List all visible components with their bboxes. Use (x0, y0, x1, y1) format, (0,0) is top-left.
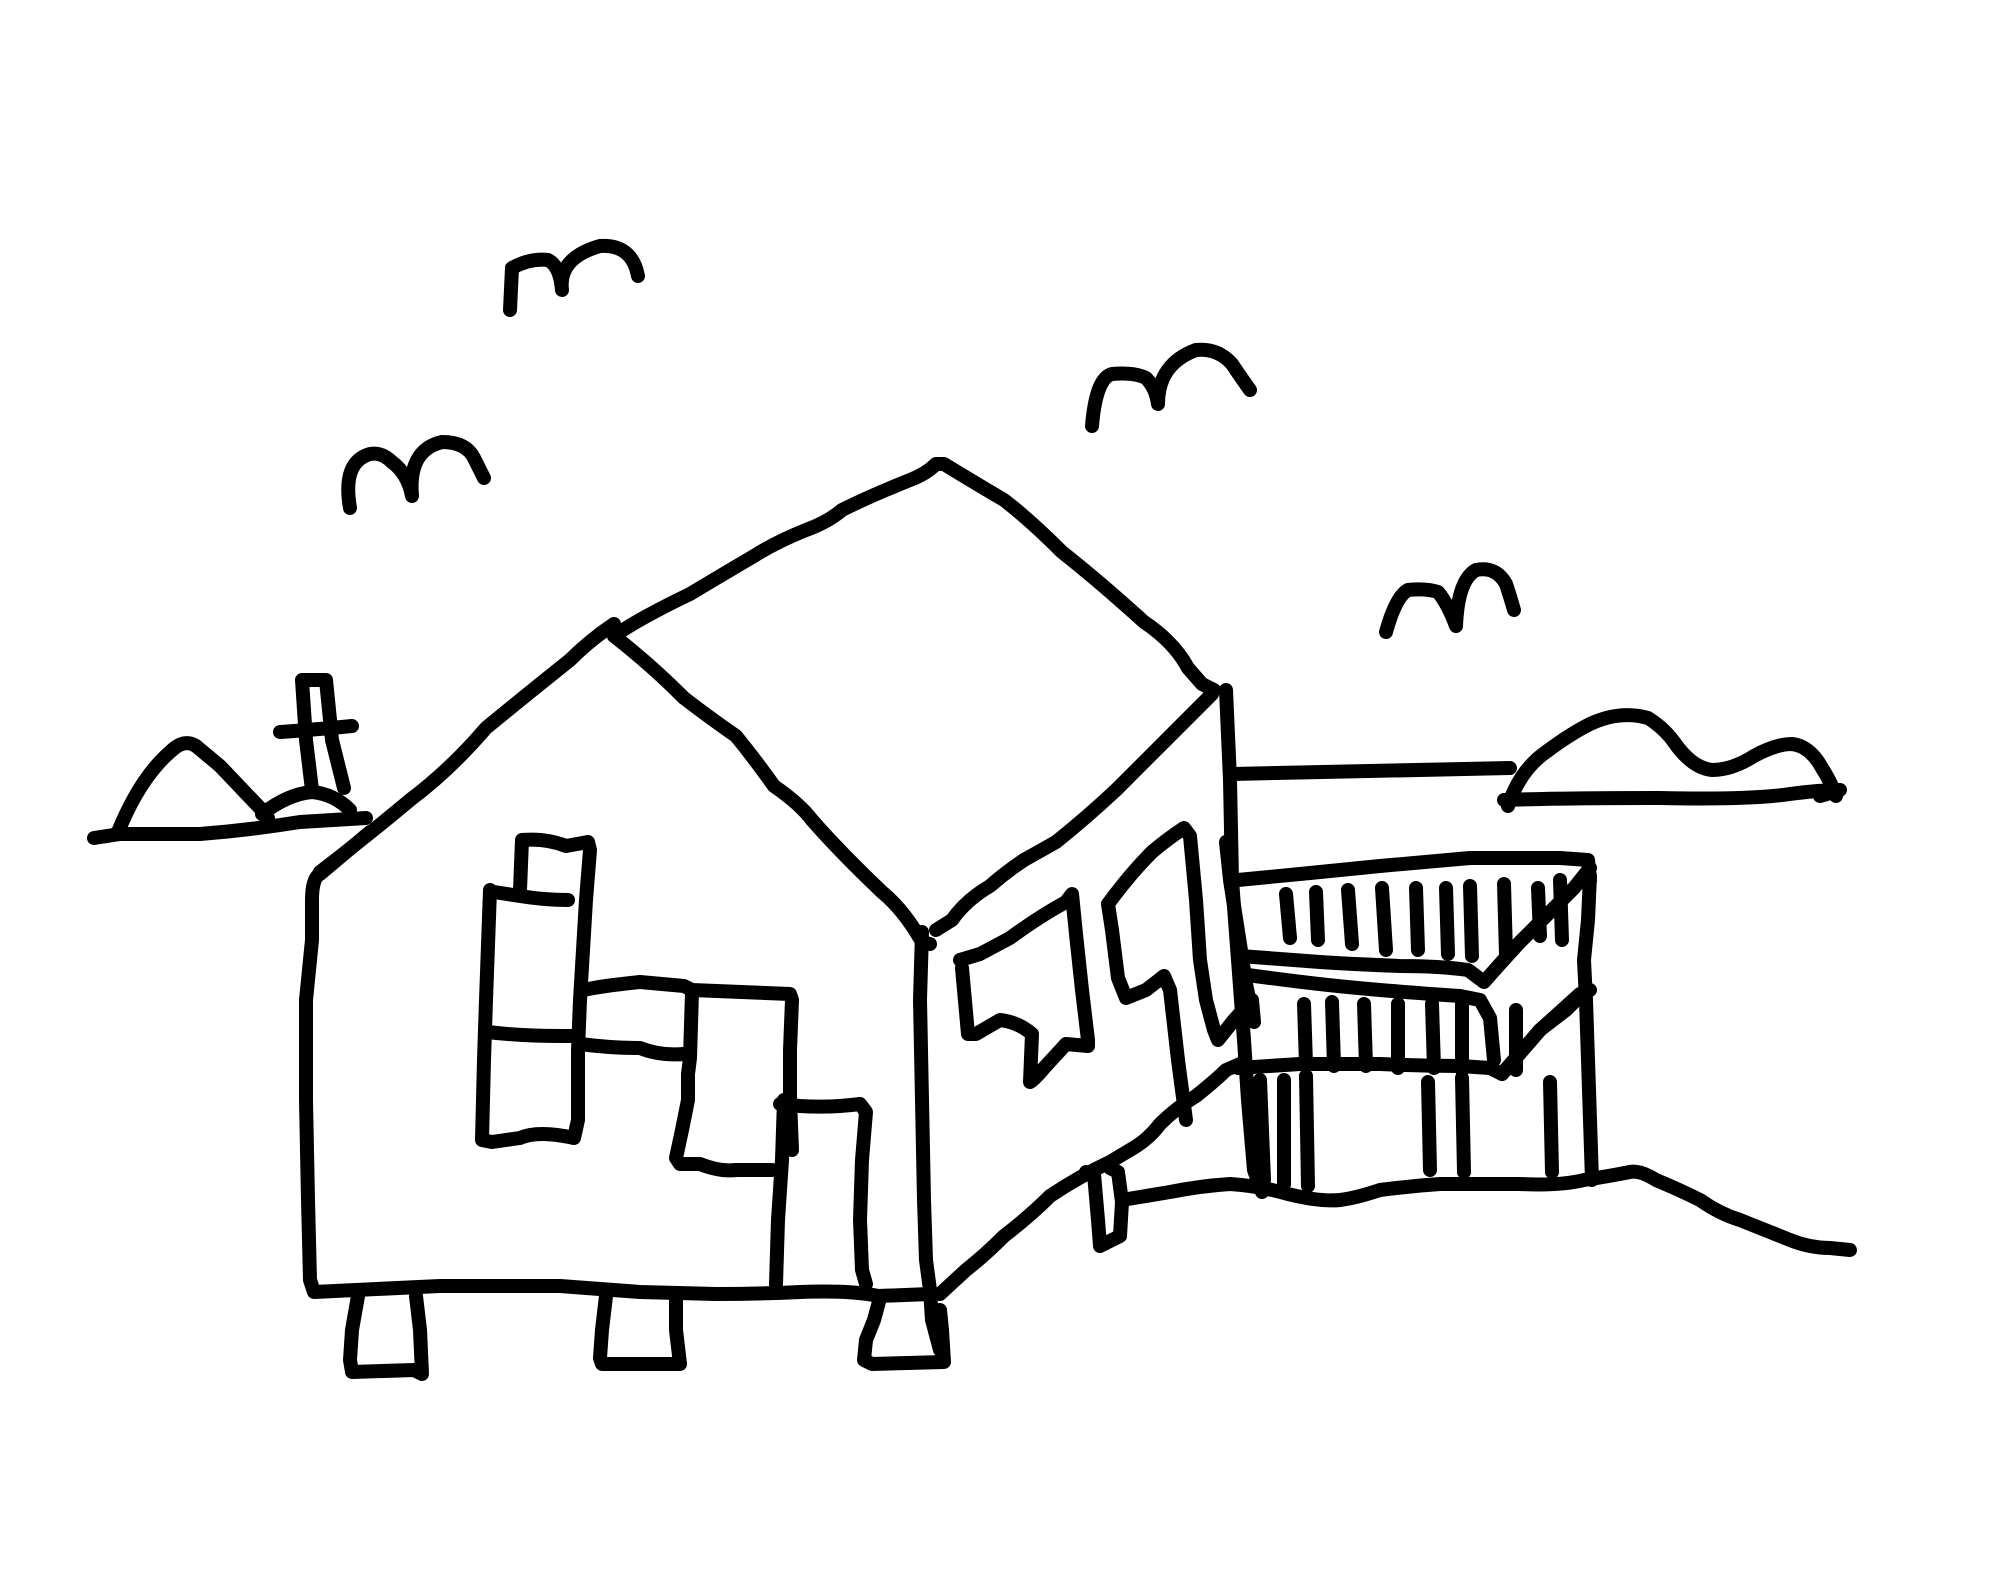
window-tall-left-middle (481, 1025, 583, 1043)
ground-line-lower (1115, 1164, 1857, 1257)
window-middle (577, 975, 799, 1157)
house-front-wall (299, 825, 937, 1303)
bridge-lower-rail (1233, 967, 1501, 1067)
bird-top-center (503, 238, 645, 317)
hill-left (111, 736, 275, 839)
laundry (953, 821, 1261, 1253)
laundry-left-shirt (953, 887, 1095, 1089)
horizon-line-left (87, 811, 373, 845)
bird-top-left (341, 435, 491, 515)
bridge-top-rail (1231, 851, 1597, 887)
bridge-balusters-upper (1279, 873, 1569, 963)
chimney-left-crossbar (273, 719, 359, 739)
background-hills (87, 673, 1847, 845)
laundry-right-sleeve (1101, 897, 1193, 1127)
roof-left-slope (313, 617, 621, 879)
roof-back-edge (929, 687, 1219, 937)
window-middle-lower (573, 1037, 697, 1063)
ground (1115, 1164, 1857, 1257)
bridge-posts (1253, 1069, 1559, 1193)
chimney-left (295, 673, 351, 797)
hill-left-mound (255, 785, 357, 821)
horizon-line-right (1225, 761, 1517, 781)
house (299, 457, 1269, 1381)
window-lower-right (773, 1097, 873, 1291)
window-middle-inner (669, 985, 779, 1178)
stilt-2 (593, 1289, 687, 1371)
bridge (933, 851, 1599, 1301)
window-lower-right-divider (769, 1093, 791, 1291)
roof-ridge (607, 457, 1221, 697)
roof-front-gable-right (607, 629, 937, 951)
stilt-1 (343, 1289, 429, 1381)
laundry-right-shirt (1101, 821, 1261, 1047)
hill-right (1501, 708, 1843, 813)
window-tall-left (475, 832, 597, 1149)
bridge-right-end (1577, 869, 1599, 1187)
bridge-mid-rail (1233, 861, 1597, 989)
bridge-ramp-left (933, 1057, 1247, 1301)
ground-line-right (1497, 783, 1847, 807)
bridge-balusters-lower (1297, 995, 1523, 1077)
house-corner-post (913, 925, 947, 1357)
bird-right (1379, 562, 1521, 639)
window-tall-left-crossbar (487, 885, 575, 907)
bird-top-right (1085, 342, 1257, 433)
laundry-small-item (1079, 1161, 1129, 1253)
stilt-3 (857, 1291, 951, 1371)
birds (341, 238, 1521, 639)
house-side-wall-right (1219, 683, 1269, 1199)
